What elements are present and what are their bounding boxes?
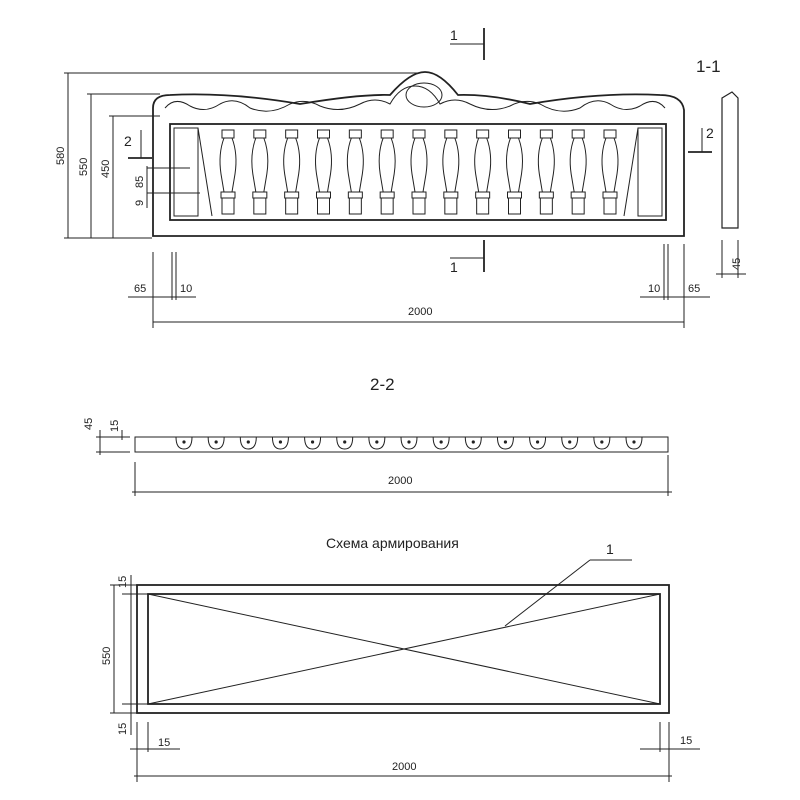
- section-2-2-view: 2-2 45 15 2000: [83, 375, 672, 496]
- baluster: [251, 129, 269, 215]
- dim-10-right: 10: [648, 283, 660, 295]
- baluster: [569, 129, 587, 215]
- ornament-crest: [164, 85, 666, 112]
- section-title-2-2: 2-2: [370, 375, 395, 394]
- baluster: [219, 129, 237, 215]
- baluster: [506, 129, 523, 215]
- dim-2000-2-2: 2000: [388, 475, 412, 487]
- dim-65-left: 65: [134, 283, 146, 295]
- dim-15-top: 15: [117, 576, 129, 588]
- section-title-1-1: 1-1: [696, 57, 721, 76]
- rebar-diagonal-2: [147, 593, 661, 705]
- dim-15-bottom: 15: [117, 723, 129, 735]
- dim-450: 450: [100, 160, 112, 178]
- left-panel-insert: [173, 127, 199, 217]
- dim-2000-elevation: 2000: [408, 306, 432, 318]
- dim-15-2-2: 15: [109, 420, 121, 432]
- hole: [336, 436, 354, 450]
- dim-15-left: 15: [158, 737, 170, 749]
- left-diagonal: [197, 127, 213, 217]
- dim-580: 580: [55, 147, 67, 165]
- hole: [400, 436, 418, 450]
- cut-label-1-bottom: 1: [450, 259, 458, 275]
- reinforcement-scheme: Схема армирования 1 550 15 15 15 15 2000: [101, 535, 700, 782]
- baluster: [346, 129, 364, 215]
- hole: [561, 436, 579, 450]
- hole: [239, 436, 257, 450]
- inner-frame: [169, 123, 667, 221]
- hole: [625, 436, 643, 450]
- panel-outline: [152, 71, 685, 237]
- leader-line: [504, 559, 591, 627]
- hole: [432, 436, 450, 450]
- elevation-view: 1 1 2 2 580 550 450 85 9 65 10: [55, 27, 746, 328]
- rebar-frame: [147, 593, 661, 705]
- leader-label: 1: [606, 541, 614, 557]
- hole: [271, 436, 289, 450]
- dim-15-right: 15: [680, 735, 692, 747]
- dim-550: 550: [78, 158, 90, 176]
- baluster: [601, 129, 619, 215]
- baluster: [378, 129, 396, 215]
- hole: [175, 436, 193, 450]
- hole: [529, 436, 547, 450]
- baluster-row: [219, 129, 619, 215]
- hole: [464, 436, 482, 450]
- dim-9: 9: [134, 200, 146, 206]
- panel-outer-outline: [136, 584, 670, 714]
- reinforcement-title: Схема армирования: [326, 535, 459, 551]
- hole: [368, 436, 386, 450]
- baluster: [410, 129, 428, 215]
- dim-10-left: 10: [180, 283, 192, 295]
- dim-45-2-2: 45: [83, 418, 95, 430]
- baluster: [283, 129, 301, 215]
- ornament-shell: [405, 82, 443, 108]
- section-1-1-profile: [721, 91, 739, 229]
- cut-label-2-right: 2: [706, 125, 714, 141]
- baluster: [537, 129, 555, 215]
- hole: [304, 436, 322, 450]
- cut-label-1-top: 1: [450, 27, 458, 43]
- baluster: [315, 129, 332, 215]
- hole: [207, 436, 225, 450]
- baluster: [442, 129, 460, 215]
- right-panel-insert: [637, 127, 663, 217]
- hole: [496, 436, 514, 450]
- dim-85: 85: [134, 176, 146, 188]
- right-diagonal: [623, 127, 639, 217]
- hole-row: [175, 436, 643, 450]
- hole: [593, 436, 611, 450]
- dim-45-section: 45: [731, 258, 743, 270]
- dim-550-scheme: 550: [101, 647, 113, 665]
- cut-label-2-left: 2: [124, 133, 132, 149]
- dim-2000-scheme: 2000: [392, 761, 416, 773]
- baluster: [474, 129, 492, 215]
- dim-65-right: 65: [688, 283, 700, 295]
